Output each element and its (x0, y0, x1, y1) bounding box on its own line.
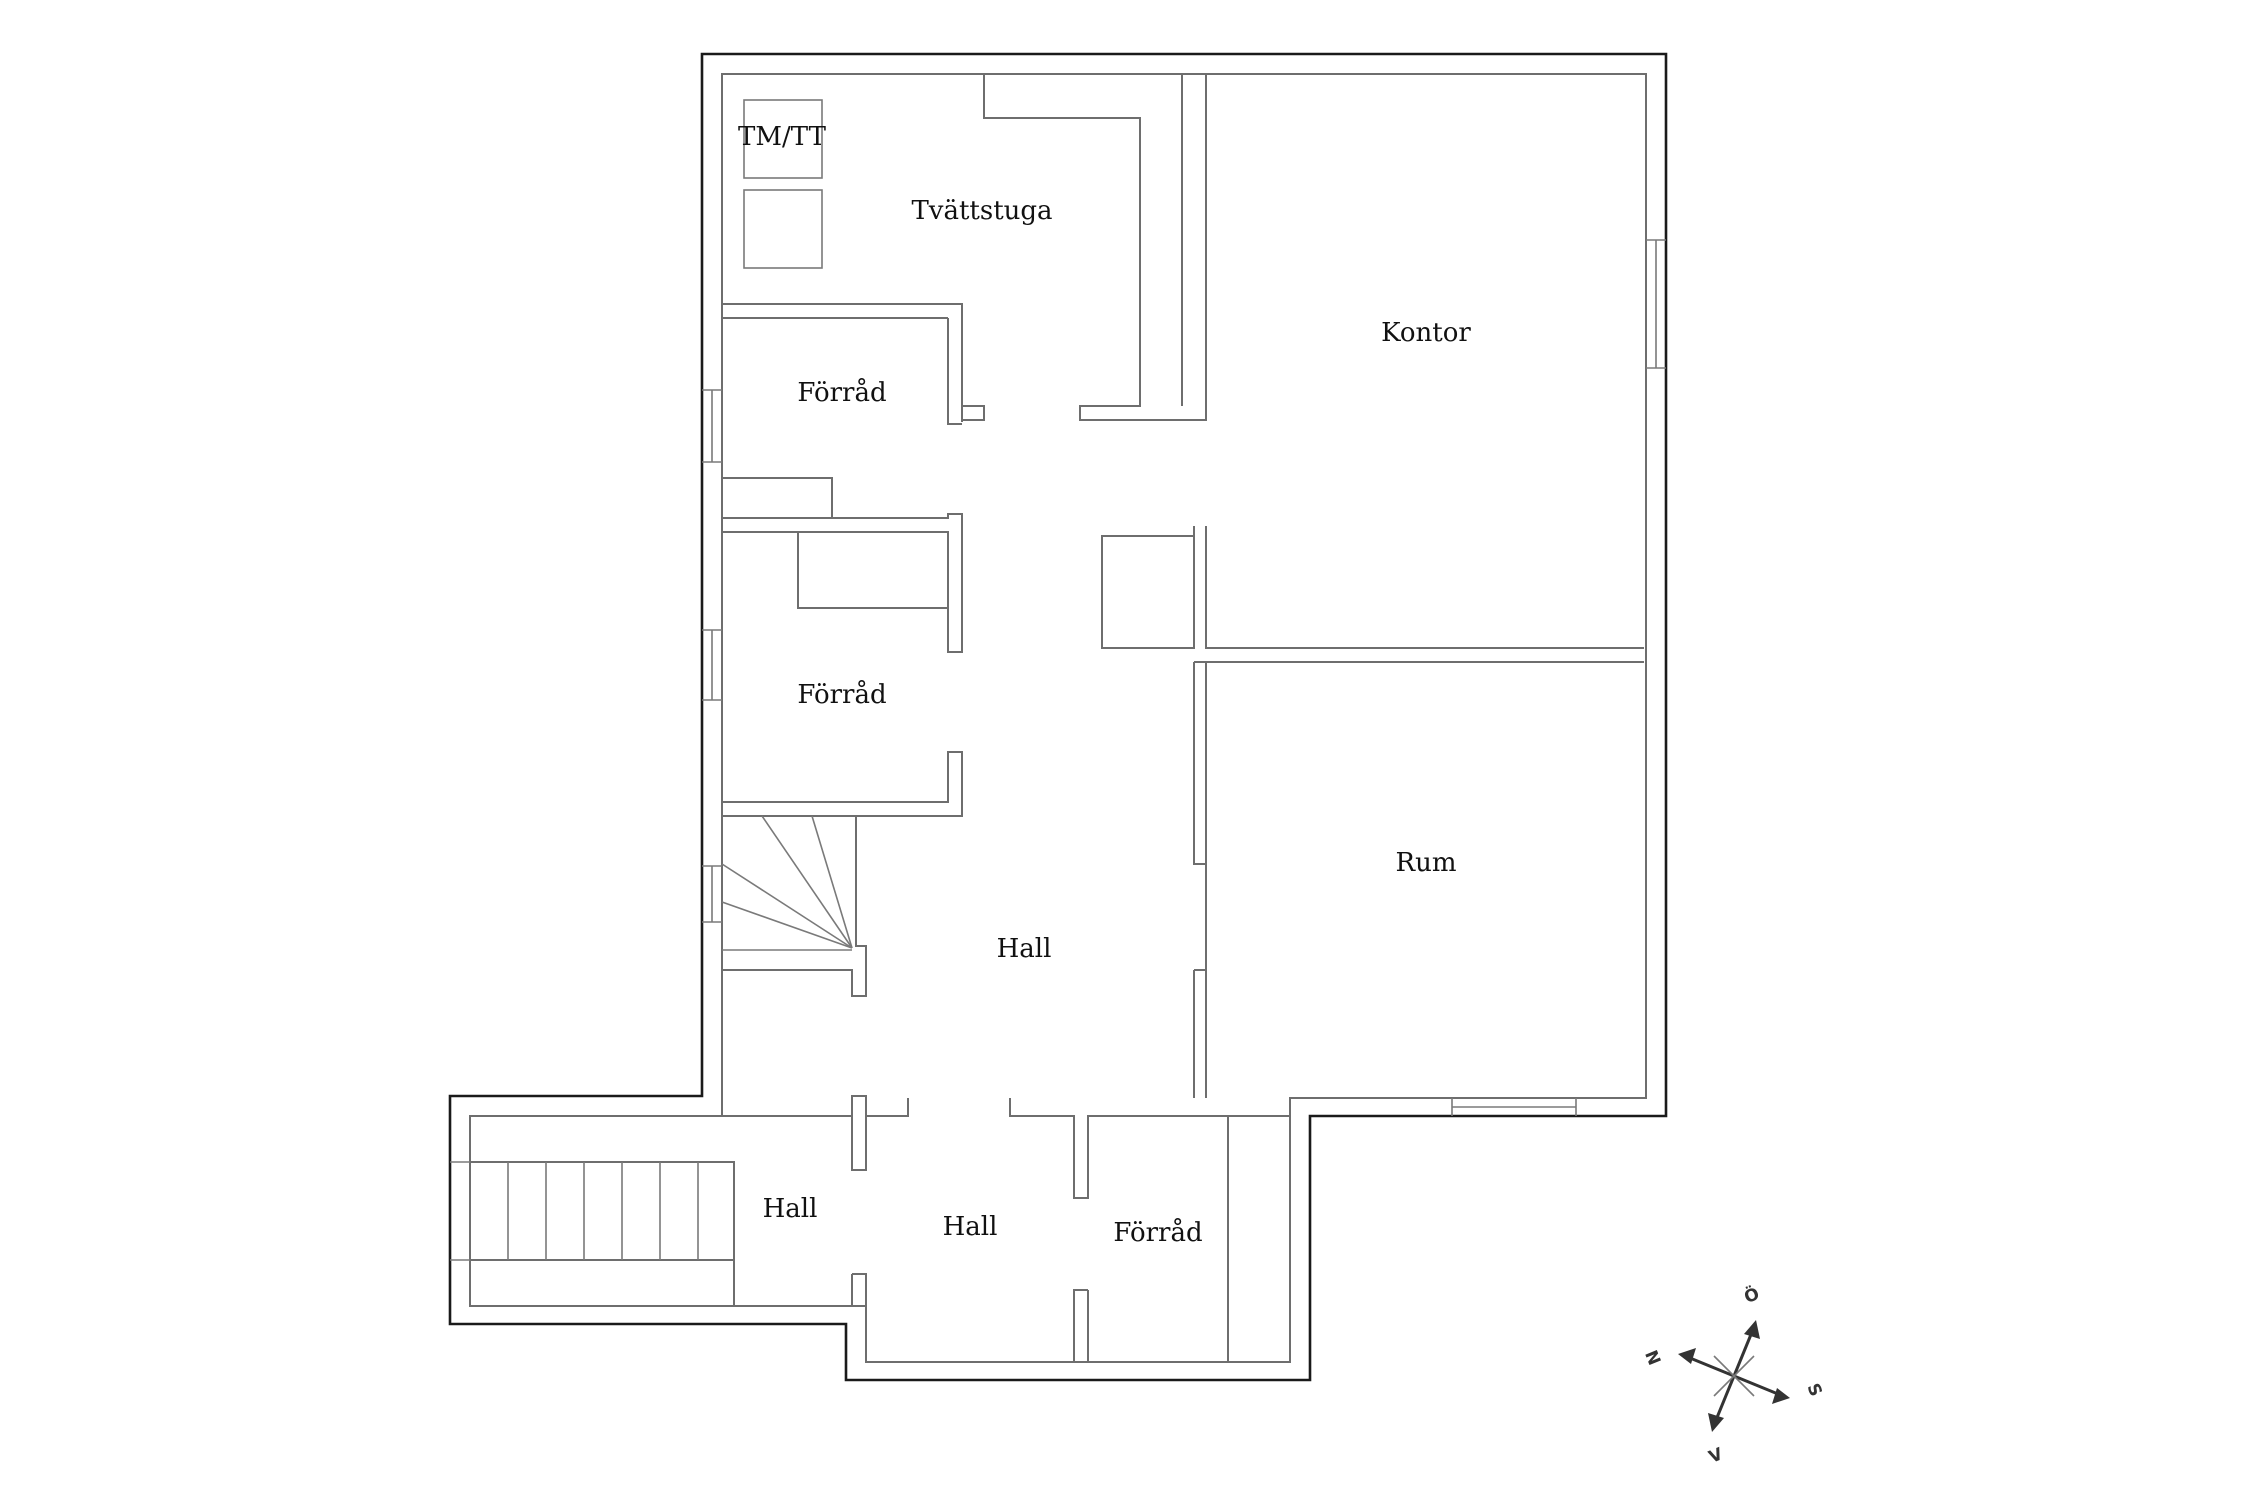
room-label-tvattstuga: Tvättstuga (911, 196, 1052, 226)
compass-north-label: N (1640, 1348, 1664, 1369)
room-label-hall-main: Hall (997, 934, 1052, 964)
room-label-rum: Rum (1396, 848, 1457, 878)
east-arrow-head (1744, 1320, 1760, 1339)
compass-south-label: S (1802, 1381, 1825, 1400)
hall-kontor-walls (1101, 526, 1644, 1098)
compass-east-label: Ö (1741, 1282, 1763, 1308)
room-label-tm-tt: TM/TT (738, 122, 827, 152)
staircase (721, 815, 867, 997)
south-arrow-head (1772, 1388, 1790, 1404)
room-label-forrad-1: Förråd (797, 377, 886, 408)
entry-steps (450, 1161, 735, 1306)
room-label-hall-entry: Hall (943, 1212, 998, 1242)
kontor-window (1646, 239, 1666, 369)
room-label-hall-entry-left: Hall (763, 1194, 818, 1224)
tvattstuga-walls (722, 74, 1207, 425)
compass-west-label: V (1706, 1444, 1726, 1468)
forrad-1-walls (722, 477, 963, 653)
washing-machine-box (743, 99, 823, 179)
compass-rose: N Ö S V (1640, 1282, 1826, 1468)
outer-wall (448, 52, 1668, 1382)
rum-window (1451, 1098, 1577, 1116)
entry-walls (470, 1095, 1290, 1362)
north-arrow-head (1678, 1348, 1696, 1364)
forrad-2-walls (722, 532, 963, 817)
room-label-kontor: Kontor (1381, 318, 1471, 348)
room-label-forrad-2: Förråd (797, 679, 886, 710)
inner-wall-face (469, 73, 1647, 1363)
west-arrow-head (1708, 1413, 1724, 1432)
tumble-dryer-box (743, 189, 823, 269)
room-label-forrad-3: Förråd (1113, 1217, 1202, 1248)
west-windows (702, 389, 722, 923)
